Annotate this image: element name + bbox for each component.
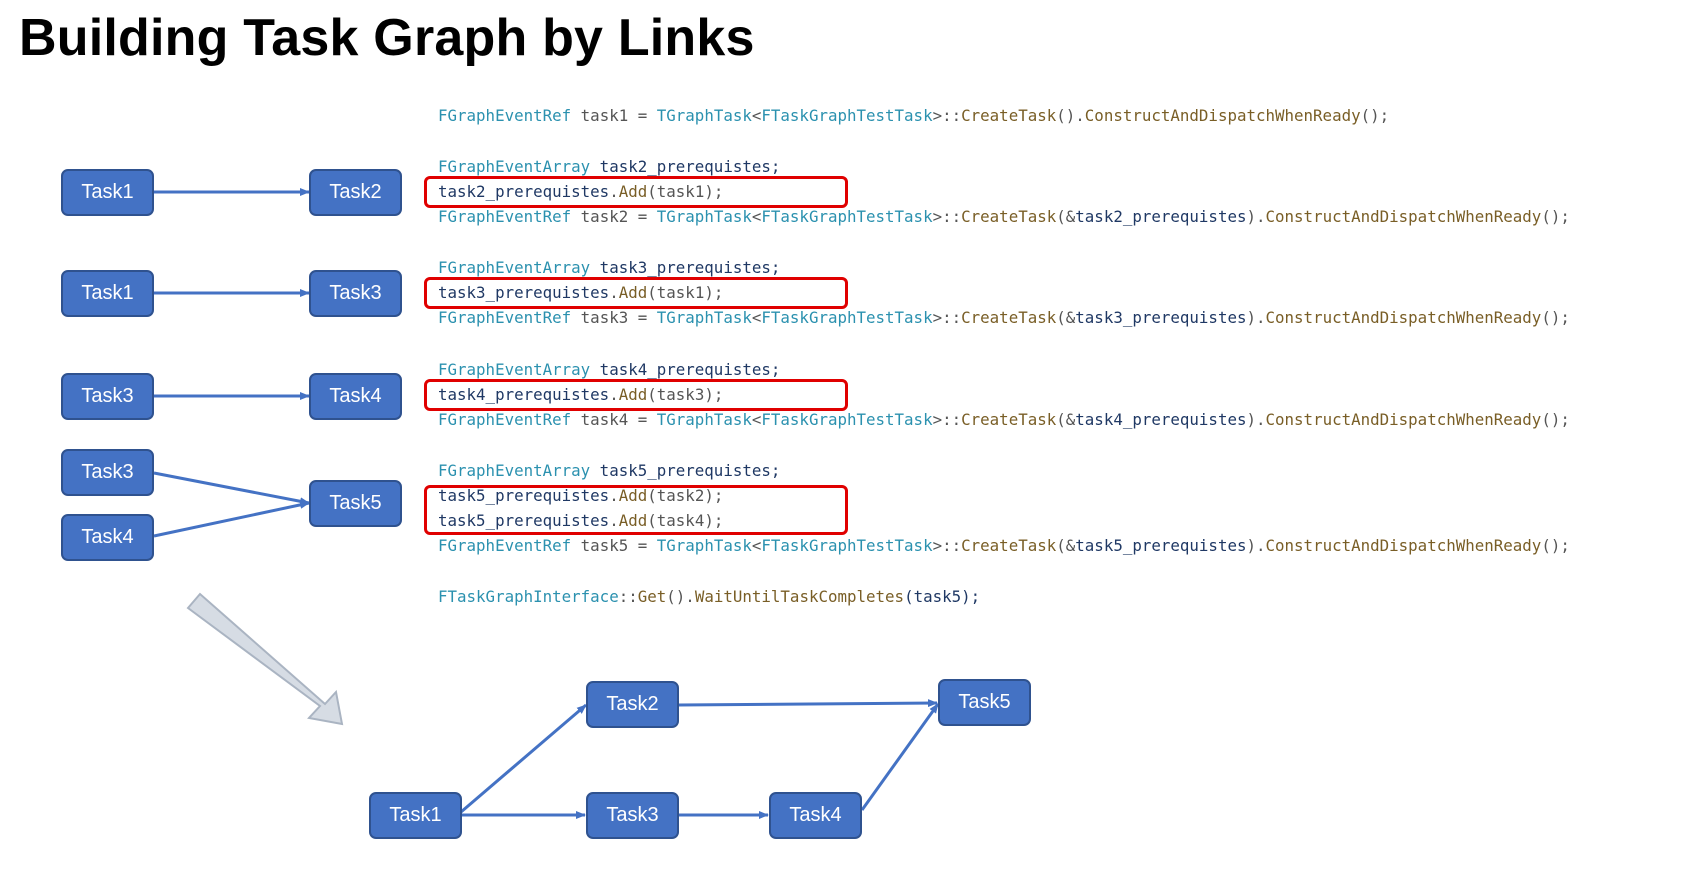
graph-task4-node: Task4: [769, 792, 862, 839]
highlight-task5-add: [424, 485, 848, 535]
code-line-7: FGraphEventRef task3 = TGraphTask<FTaskG…: [438, 308, 1570, 327]
graph-edge-task4-task5: [860, 703, 940, 811]
page-title: Building Task Graph by Links: [19, 9, 755, 67]
code-line-6: task3_prerequistes.Add(task1);: [438, 283, 724, 302]
code-line-1: FGraphEventRef task1 = TGraphTask<FTaskG…: [438, 106, 1390, 125]
code-line-10: FGraphEventRef task4 = TGraphTask<FTaskG…: [438, 410, 1570, 429]
pair2-to-node: Task3: [309, 270, 402, 317]
code-line-14: FGraphEventRef task5 = TGraphTask<FTaskG…: [438, 536, 1570, 555]
graph-task1-node: Task1: [369, 792, 462, 839]
code-line-9: task4_prerequistes.Add(task3);: [438, 385, 724, 404]
pair3-to-node: Task4: [309, 373, 402, 420]
edge-task4-task5: [153, 500, 310, 538]
graph-task3-node: Task3: [586, 792, 679, 839]
graph-edge-task1-task2: [460, 703, 587, 814]
code-line-5: FGraphEventArray task3_prerequistes;: [438, 258, 781, 277]
code-line-15: FTaskGraphInterface::Get().WaitUntilTask…: [438, 587, 981, 606]
graph-task5-node: Task5: [938, 679, 1031, 726]
code-line-2: FGraphEventArray task2_prerequistes;: [438, 157, 781, 176]
code-line-8: FGraphEventArray task4_prerequistes;: [438, 360, 781, 379]
code-line-13: task5_prerequistes.Add(task4);: [438, 511, 724, 530]
code-line-12: task5_prerequistes.Add(task2);: [438, 486, 724, 505]
merge-to-node: Task5: [309, 480, 402, 527]
highlight-task3-add: [424, 277, 848, 309]
code-line-11: FGraphEventArray task5_prerequistes;: [438, 461, 781, 480]
pair1-to-node: Task2: [309, 169, 402, 216]
pair1-from-node: Task1: [61, 169, 154, 216]
transform-arrow-icon: [186, 592, 344, 726]
highlight-task4-add: [424, 379, 848, 411]
merge-from-a-node: Task3: [61, 449, 154, 496]
edge-task3-task5: [153, 471, 310, 506]
code-line-4: FGraphEventRef task2 = TGraphTask<FTaskG…: [438, 207, 1570, 226]
graph-task2-node: Task2: [586, 681, 679, 728]
pair2-from-node: Task1: [61, 270, 154, 317]
highlight-task2-add: [424, 176, 848, 208]
merge-from-b-node: Task4: [61, 514, 154, 561]
pair3-from-node: Task3: [61, 373, 154, 420]
graph-edge-task2-task5: [678, 699, 938, 708]
code-line-3: task2_prerequistes.Add(task1);: [438, 182, 724, 201]
